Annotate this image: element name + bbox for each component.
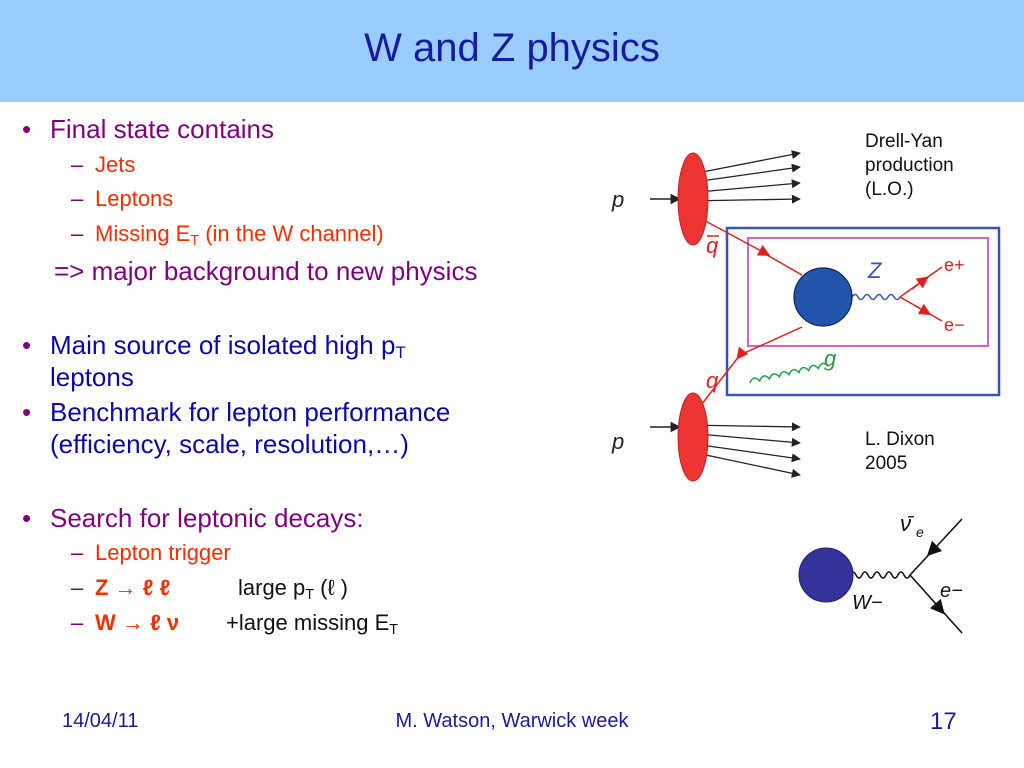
sub-text: Lepton trigger (95, 540, 231, 565)
label-electron: e− (940, 580, 963, 602)
drell-yan-diagram: p p q q g Z e+ e− (611, 150, 1001, 482)
label-p-top: p (611, 187, 624, 212)
sub-text: Missing E (95, 221, 191, 246)
quark-line (697, 346, 749, 410)
sub-item-missing-et: –Missing ET (in the W channel) (71, 221, 384, 249)
positron-arrow (911, 276, 929, 290)
sub-dash: – (71, 152, 84, 177)
w-decay-desc: +large missing ET (226, 610, 398, 638)
sub-item-lepton-trigger: –Lepton trigger (71, 540, 231, 566)
bullet-text: Main source of isolated high p (50, 330, 396, 360)
dixon-caption: L. Dixon 2005 (865, 428, 935, 476)
bullet-benchmark: • Benchmark for lepton performance (22, 397, 451, 428)
proton-top (677, 152, 709, 246)
label-e-minus: e− (944, 315, 965, 335)
caption-line: (L.O.) (865, 179, 914, 200)
antiquark-line (697, 216, 771, 256)
bullet-final-state: • Final state contains (22, 114, 275, 145)
label-gluon: g (824, 346, 837, 371)
desc-text: large p (238, 575, 306, 600)
quark-line (739, 326, 803, 356)
sub-dash: – (71, 540, 84, 565)
sub-text: Jets (95, 152, 136, 177)
gluon-line (749, 362, 829, 384)
footer-date: 14/04/11 (62, 710, 139, 732)
bullet-main-source-line2: leptons (50, 362, 134, 392)
desc-text: (ℓ ) (314, 575, 349, 600)
slide-title: W and Z physics (364, 26, 660, 70)
electron-arrow (913, 303, 932, 316)
antiquark-line (759, 250, 803, 276)
subscript: T (395, 343, 406, 362)
bullet-dot: • (22, 503, 32, 533)
sub-text: (in the W channel) (199, 221, 384, 246)
sub-item-jets: –Jets (71, 152, 136, 178)
sub-item-leptons: –Leptons (71, 186, 174, 212)
bullet-dot: • (22, 397, 32, 427)
label-p-bottom: p (611, 429, 624, 454)
subscript: T (389, 622, 398, 638)
sub-item-w-decay: –W → ℓ ν (71, 610, 180, 636)
z-decay-box (747, 237, 989, 347)
decay-label: W → ℓ ν (95, 610, 180, 635)
decay-label: Z → ℓ ℓ (95, 575, 171, 600)
caption-line: L. Dixon (865, 429, 935, 450)
sub-item-z-decay: –Z → ℓ ℓ (71, 575, 171, 601)
label-w: W− (852, 592, 883, 614)
label-antineutrino: ν̄ (900, 511, 915, 536)
z-decay-desc: large pT (ℓ ) (238, 575, 349, 603)
label-antiquark: q (706, 233, 719, 258)
sub-text: Leptons (95, 186, 174, 211)
label-e-plus: e+ (944, 255, 965, 275)
sub-dash: – (71, 575, 84, 600)
sub-dash: – (71, 186, 84, 211)
subscript: T (305, 587, 315, 603)
bullet-text: Final state contains (50, 114, 275, 144)
spectator-line (686, 150, 801, 176)
sub-dash: – (71, 221, 84, 246)
desc-text: +large missing E (226, 610, 390, 635)
background-note: => major background to new physics (54, 256, 478, 286)
bullet-search: • Search for leptonic decays: (22, 503, 364, 534)
subscript: T (190, 233, 200, 249)
electron-arrow (929, 598, 945, 615)
process-box (725, 226, 1001, 397)
label-quark: q (706, 368, 719, 393)
footer-author: M. Watson, Warwick week (395, 710, 629, 732)
bullet-main-source: • Main source of isolated high pT (22, 330, 406, 362)
page-number: 17 (930, 708, 957, 735)
caption-line: Drell-Yan (865, 131, 943, 152)
w-source-blob (798, 547, 854, 603)
caption-line: 2005 (865, 453, 908, 474)
bullet-text: Search for leptonic decays: (50, 503, 364, 533)
z-boson-line (851, 293, 901, 301)
bullet-benchmark-line2: (efficiency, scale, resolution,…) (50, 429, 409, 459)
bullet-text: Benchmark for lepton performance (50, 397, 451, 427)
hard-process-blob (793, 267, 853, 327)
proton-bottom (677, 392, 709, 482)
bullet-dot: • (22, 330, 32, 360)
w-decay-diagram: ν̄ e e− W− (798, 511, 963, 634)
sub-dash: – (71, 610, 84, 635)
caption-line: production (865, 155, 954, 176)
drell-yan-caption: Drell-Yan production (L.O.) (865, 130, 954, 202)
label-z: Z (867, 258, 883, 283)
w-boson-line (849, 571, 911, 579)
title-bar (0, 0, 1024, 102)
bullet-dot: • (22, 114, 32, 144)
antineutrino-arrow (926, 540, 943, 557)
label-antineutrino-sub: e (916, 524, 924, 540)
